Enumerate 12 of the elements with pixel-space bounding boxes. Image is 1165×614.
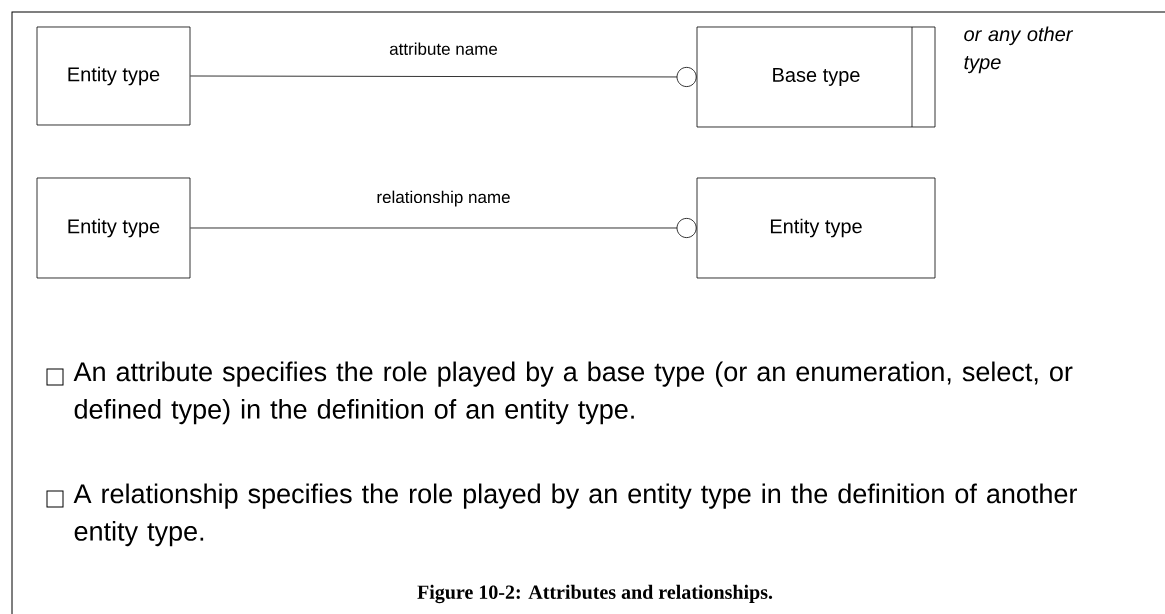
- bullet-text: An attribute specifies the role played by a base type (or an enumeration, select, or defined type) in the definition of an entity type.: [73, 361, 1073, 425]
- base-type-box: Base type: [696, 26, 936, 128]
- entity-box: Entity type: [696, 177, 936, 279]
- entity-box: Entity type: [36, 26, 191, 126]
- side-note: or any other type: [964, 26, 1074, 74]
- connector: [190, 218, 697, 238]
- edge-label: relationship name: [377, 190, 510, 207]
- caption: Figure 10-2: Attributes and relationships.: [417, 584, 773, 604]
- bullet-text: A relationship specifies the role played by an entity type in the definition of another entity type.: [73, 483, 1077, 547]
- edge-label: attribute name: [389, 42, 498, 55]
- entity-box: Entity type: [36, 177, 191, 279]
- connector: [190, 66, 697, 87]
